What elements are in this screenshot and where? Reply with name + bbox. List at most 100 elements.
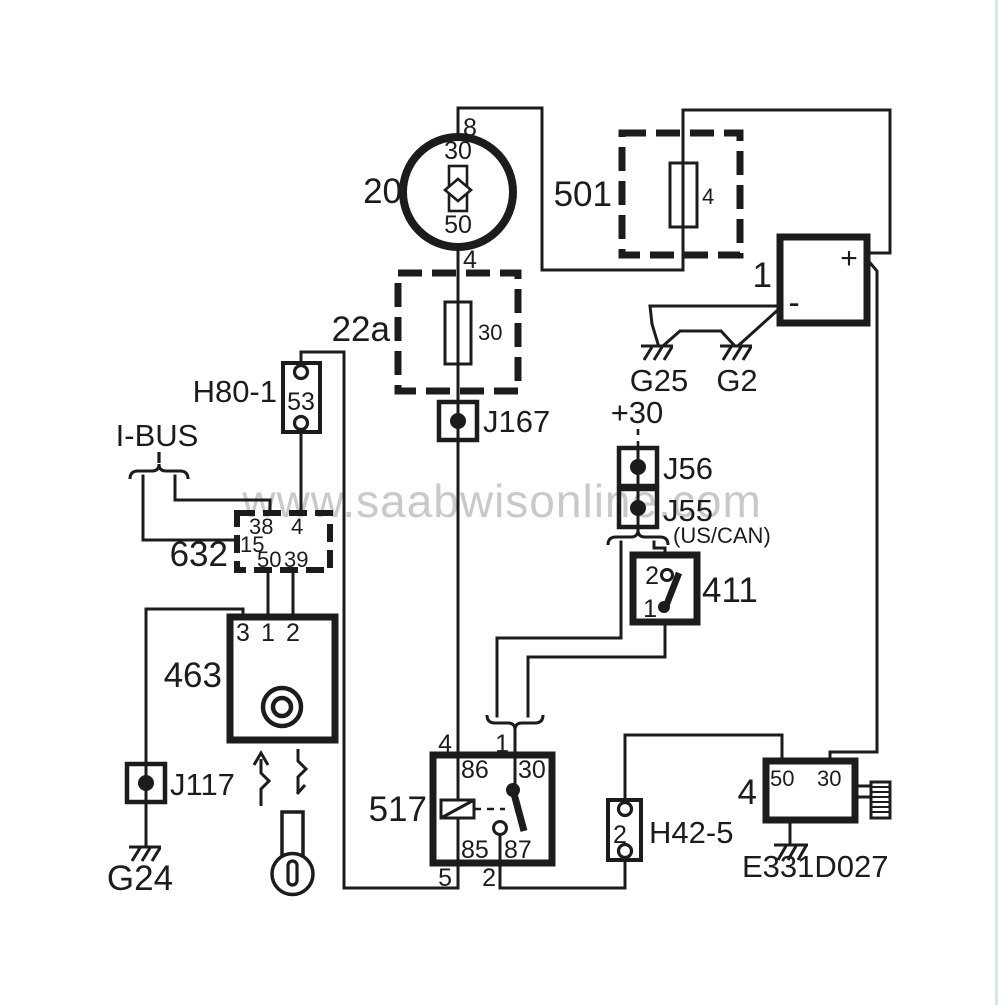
pin-label-2: 2: [613, 821, 627, 849]
ignition-switch-element-bulge: [442, 177, 474, 203]
ground-label-g25: G25: [630, 363, 689, 398]
joint-dot: [450, 413, 466, 429]
joint-label-j117: J117: [170, 767, 235, 802]
terminal-label-30: 30: [518, 756, 546, 784]
ibus-node: I-BUS: [116, 418, 199, 480]
joint-dot: [138, 775, 154, 791]
connector-eyelet-top: [292, 363, 310, 381]
antenna-ring-outer: [260, 685, 304, 729]
ignition-switch-20: 20 8 30 50 4: [363, 114, 517, 274]
wire: [299, 350, 460, 890]
starter-outline: [762, 757, 859, 824]
ground-g24-symbol: [129, 845, 162, 862]
wire: [648, 304, 782, 346]
starter-motor-4: 50 30 4 E331D027: [738, 757, 892, 884]
bus-label-ibus: I-BUS: [116, 418, 199, 453]
fuse-box-22a-outline: [394, 269, 522, 395]
component-label-1: 1: [753, 256, 772, 295]
battery-minus-sign: -: [788, 284, 799, 322]
control-unit-463: 3 1 2 463: [164, 613, 339, 744]
terminal-label-30: 30: [478, 320, 502, 345]
pin-label-2: 2: [482, 864, 496, 892]
component-label-h42-5: H42-5: [649, 815, 733, 850]
pin-label-53: 53: [287, 388, 315, 416]
pin-label-8: 8: [463, 114, 477, 142]
switch-411: 2 1 411: [629, 551, 758, 626]
joint-j55: J55: [616, 486, 713, 530]
joint-label-j167: J167: [483, 404, 550, 439]
wire: [526, 620, 667, 718]
joint-label-j56: J56: [663, 451, 713, 486]
signal-arrow-down-barb: [295, 784, 307, 795]
terminal-label-50: 50: [770, 766, 794, 791]
starter-pinion: [869, 780, 892, 820]
terminal-label-50: 50: [444, 211, 472, 239]
watermark-text: www.saabwisonline.com: [241, 475, 762, 527]
wire: [144, 607, 245, 847]
relay-coil-diagonal: [440, 798, 475, 820]
starter-ground-symbol: [774, 843, 808, 861]
ground-label-g2: G2: [716, 363, 757, 398]
terminal-label-87: 87: [504, 836, 532, 864]
pinion-teeth: [871, 786, 890, 813]
fuse-pin-label-4: 4: [702, 184, 714, 209]
pin-label-2: 2: [286, 619, 300, 647]
signal-arrow-up-head: [252, 750, 270, 766]
terminal-label-30: 30: [444, 137, 472, 165]
ground-g25-symbol: [641, 344, 674, 361]
pin-label-39: 39: [284, 547, 308, 572]
connector-eyelet-bottom: [616, 842, 634, 860]
terminal-label-85: 85: [461, 836, 489, 864]
wire: [456, 106, 685, 272]
pin-label-50: 50: [257, 547, 281, 572]
joint-j56: J56: [616, 445, 713, 489]
variant-note-uscan: (US/CAN): [673, 523, 771, 548]
component-label-4: 4: [738, 773, 757, 812]
battery-1: 1 + -: [753, 233, 871, 327]
pin-label-1: 1: [643, 595, 657, 623]
switch-lever: [662, 571, 683, 608]
uscan-split-brace: [606, 529, 670, 546]
battery-outline: [776, 233, 871, 327]
wire: [495, 540, 623, 718]
fuse-symbol: [443, 300, 473, 366]
key-shaft: [280, 810, 305, 859]
antenna-ring-inner: [270, 695, 294, 719]
relay-517: 4 1 86 30 85 87 5 2 517: [369, 714, 556, 892]
ibus-split-brace: [128, 463, 190, 480]
contact-open-circle: [660, 568, 674, 582]
ground-g2-symbol: [720, 344, 753, 361]
component-label-501: 501: [554, 175, 612, 214]
component-label-632: 632: [170, 535, 228, 574]
terminal-label-30: 30: [817, 766, 841, 791]
ground-label-g24: G24: [107, 859, 173, 898]
connector-eyelet-bottom: [292, 414, 310, 432]
pin-label-4: 4: [438, 730, 452, 758]
pin-label-2: 2: [645, 562, 659, 590]
pin-label-1: 1: [495, 730, 509, 758]
fuse-box-22a: 22a 30: [332, 269, 522, 395]
wire: [173, 474, 272, 515]
pin-label-1: 1: [261, 619, 275, 647]
diagram-ref-label: E331D027: [742, 849, 889, 884]
relay-contact-dot-30: [506, 783, 520, 797]
joint-label-j55: J55: [663, 493, 713, 528]
component-label-411: 411: [702, 571, 758, 610]
wire: [828, 255, 879, 763]
switch-411-outline: [629, 551, 701, 626]
component-label-20: 20: [363, 172, 402, 211]
wire: [623, 733, 784, 802]
connector-eyelet-top: [616, 800, 634, 818]
joint-square: [616, 486, 660, 530]
connector-h80-1: 53 H80-1: [193, 361, 322, 434]
joint-square: [436, 399, 480, 443]
connector-632-outline: [234, 510, 333, 573]
joint-square: [124, 761, 168, 805]
terminal-label-86: 86: [461, 756, 489, 784]
key-head: [270, 851, 315, 897]
pin-label-4: 4: [463, 246, 477, 274]
pin-label-5: 5: [438, 864, 452, 892]
contact-dot: [658, 601, 670, 613]
component-label-22a: 22a: [332, 310, 391, 349]
